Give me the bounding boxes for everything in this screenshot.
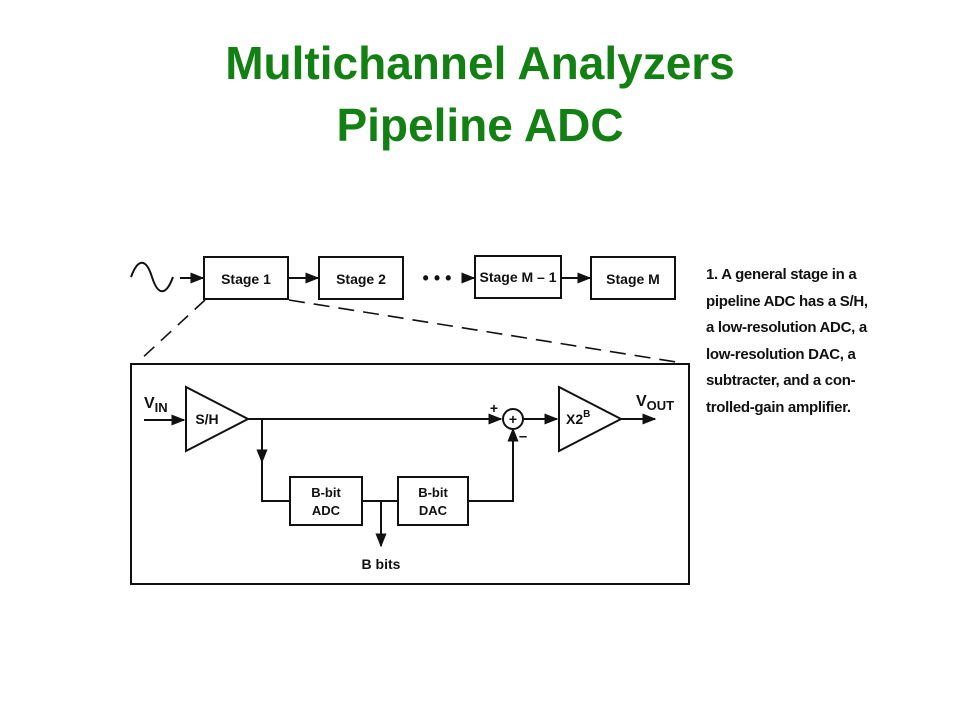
stage-m-box	[590, 256, 676, 300]
caption-line: pipeline ADC has a S/H,	[706, 292, 868, 310]
caption-line: subtracter, and a con-	[706, 372, 856, 389]
summing-junction-symbol: +	[509, 411, 517, 427]
stage-2-box	[318, 256, 404, 300]
caption-line: trolled-gain amplifier.	[706, 398, 851, 416]
dac-label-line-2: DAC	[419, 503, 448, 518]
dac-to-summer-line	[468, 427, 519, 502]
caption-line: low-resolution DAC, a	[706, 345, 856, 363]
page-subtitle: Pipeline ADC	[336, 99, 624, 151]
caption-line: 1. A general stage in a	[706, 266, 857, 283]
dac-label-line-1: B-bit	[418, 485, 448, 500]
figure-caption: 1. A general stage in a pipeline ADC has…	[706, 262, 906, 421]
zoom-line-left	[139, 299, 206, 361]
summer-plus-sign: +	[490, 400, 498, 416]
vin-label: VIN	[144, 395, 168, 415]
summer-minus-sign: –	[519, 428, 527, 445]
zoom-line-right	[288, 299, 677, 363]
stage-m-1-box	[474, 255, 562, 299]
adc-label-line-1: B-bit	[311, 485, 341, 500]
sample-hold-label: S/H	[195, 411, 218, 427]
caption-line: a low-resolution ADC, a	[706, 319, 867, 336]
stage-1-box	[203, 256, 289, 300]
page-title: Multichannel Analyzers	[225, 37, 735, 89]
sample-hold-triangle	[185, 385, 251, 453]
stage-2-label: Stage 2	[336, 271, 386, 287]
dac-box	[397, 476, 469, 526]
stage-1-label: Stage 1	[221, 271, 271, 287]
gain-amplifier-label: X2B	[566, 409, 590, 427]
sine-wave-icon	[130, 261, 174, 293]
pipeline-ellipsis: • • •	[423, 268, 452, 288]
bbits-label: B bits	[362, 556, 401, 572]
stage-detail-frame	[130, 363, 690, 585]
stage-m-1-label: Stage M – 1	[479, 269, 556, 285]
stage-m-label: Stage M	[606, 271, 660, 287]
vout-label: VOUT	[636, 393, 674, 413]
adc-input-line	[261, 462, 290, 502]
gain-amplifier-triangle	[558, 385, 624, 453]
adc-label-line-2: ADC	[312, 503, 341, 518]
